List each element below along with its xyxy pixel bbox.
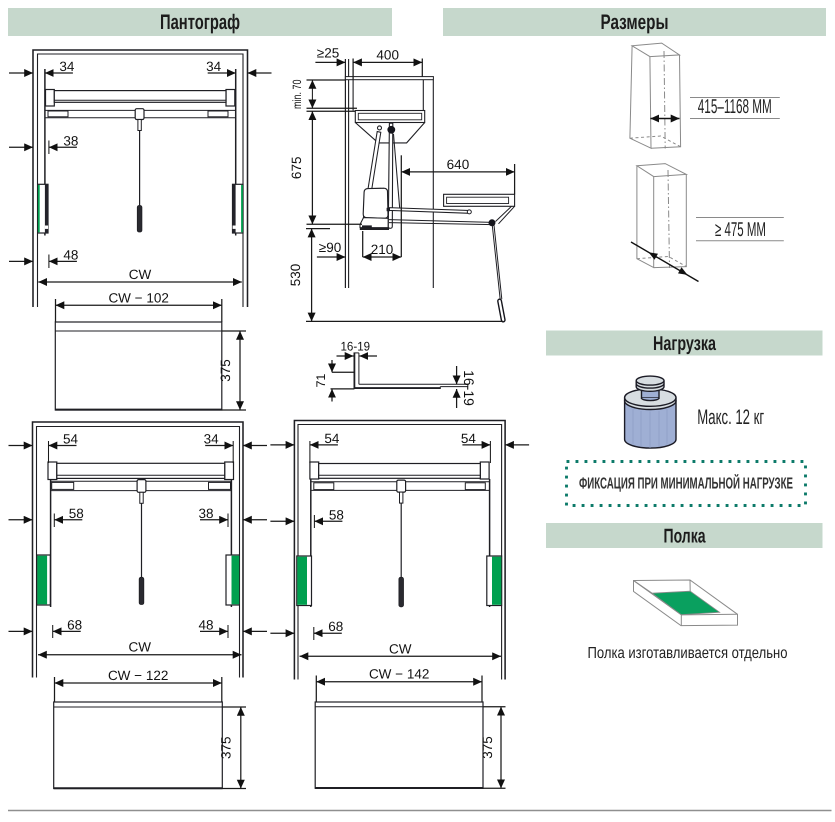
svg-text:Пантограф: Пантограф (160, 11, 240, 34)
svg-text:54: 54 (461, 431, 477, 446)
svg-text:16-19: 16-19 (341, 339, 371, 353)
svg-text:375: 375 (219, 736, 234, 759)
svg-text:34: 34 (59, 59, 75, 74)
svg-text:375: 375 (480, 736, 495, 759)
svg-text:58: 58 (329, 507, 344, 522)
svg-text:400: 400 (376, 47, 399, 62)
svg-text:48: 48 (63, 247, 78, 262)
svg-text:415–1168 ММ: 415–1168 ММ (698, 96, 772, 118)
svg-text:CW: CW (129, 640, 152, 655)
svg-text:68: 68 (67, 617, 82, 632)
svg-text:CW: CW (389, 641, 412, 656)
svg-text:54: 54 (324, 431, 340, 446)
svg-text:640: 640 (447, 157, 470, 172)
svg-text:54: 54 (63, 432, 79, 447)
svg-text:530: 530 (288, 264, 303, 287)
svg-text:34: 34 (206, 59, 222, 74)
svg-text:58: 58 (69, 506, 84, 521)
svg-text:Нагрузка: Нагрузка (653, 333, 717, 355)
svg-text:68: 68 (328, 619, 343, 634)
svg-text:Полка изготавливается отдельно: Полка изготавливается отдельно (588, 645, 788, 662)
svg-text:375: 375 (218, 359, 233, 382)
svg-text:34: 34 (204, 432, 220, 447)
svg-text:Полка: Полка (664, 526, 707, 548)
svg-text:Макс. 12 кг: Макс. 12 кг (697, 406, 764, 429)
svg-text:≥90: ≥90 (319, 240, 341, 255)
svg-text:16-19: 16-19 (461, 370, 477, 406)
svg-text:CW − 102: CW − 102 (108, 290, 168, 305)
svg-text:38: 38 (63, 133, 78, 148)
svg-text:71: 71 (314, 374, 328, 388)
svg-text:≥ 475 ММ: ≥ 475 ММ (715, 219, 766, 241)
svg-text:48: 48 (198, 617, 213, 632)
svg-text:Размеры: Размеры (601, 11, 669, 34)
svg-text:210: 210 (371, 242, 394, 257)
svg-text:CW: CW (129, 267, 152, 282)
svg-text:ФИКСАЦИЯ ПРИ МИНИМАЛЬНОЙ НАГРУ: ФИКСАЦИЯ ПРИ МИНИМАЛЬНОЙ НАГРУЗКЕ (579, 474, 793, 493)
svg-text:CW − 142: CW − 142 (369, 667, 429, 682)
svg-text:CW − 122: CW − 122 (108, 668, 168, 683)
svg-text:675: 675 (289, 157, 304, 180)
svg-text:min. 70: min. 70 (290, 79, 304, 109)
svg-text:38: 38 (198, 506, 213, 521)
svg-text:≥25: ≥25 (317, 46, 339, 61)
